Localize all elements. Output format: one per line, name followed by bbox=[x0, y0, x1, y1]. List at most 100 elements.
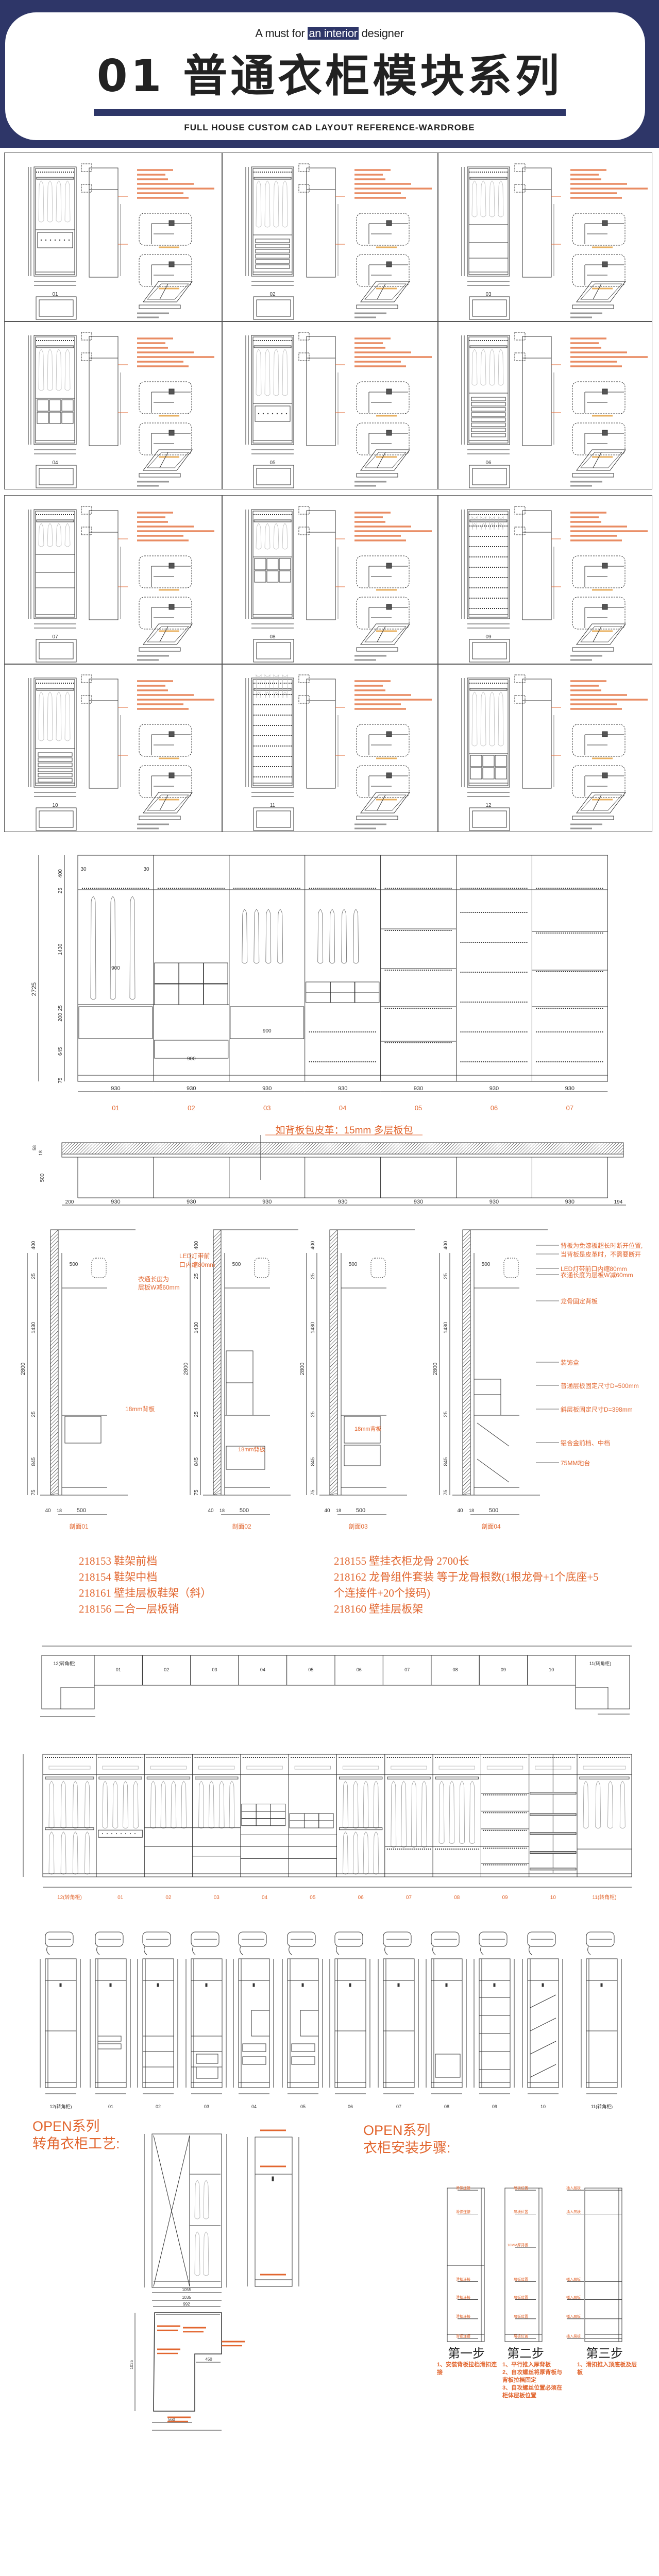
step-3-title: 第三步 bbox=[586, 2347, 623, 2361]
hatch-line bbox=[50, 1301, 59, 1310]
detail-block bbox=[168, 563, 175, 569]
hatch-line bbox=[213, 1438, 222, 1447]
hatch-line bbox=[50, 1262, 59, 1270]
garment-icon bbox=[480, 516, 486, 530]
hatch-line bbox=[50, 1352, 59, 1361]
module-section-01: 01 bbox=[90, 1931, 131, 2109]
step-note: 3、自攻螺丝位置必须在柜体层板位置 bbox=[502, 2385, 563, 2399]
detail-frame bbox=[356, 555, 410, 588]
garment-icon bbox=[181, 1781, 187, 1829]
plan-inner bbox=[256, 810, 291, 828]
dimension-label: 1430 bbox=[310, 1321, 316, 1333]
module-label: 12(转角柜) bbox=[49, 2104, 72, 2109]
section-outline bbox=[191, 1958, 223, 2088]
cabinet-front bbox=[467, 509, 510, 619]
garment-icon bbox=[277, 909, 283, 964]
section-label: 剖面04 bbox=[481, 1523, 501, 1530]
slanted-shelf bbox=[530, 2041, 556, 2055]
annotation: 18mm背板 bbox=[125, 1405, 155, 1413]
garment-icon bbox=[489, 516, 495, 530]
module-card-04: 04 bbox=[28, 332, 214, 488]
hatch-line bbox=[50, 1345, 59, 1353]
module-card-09: 09 bbox=[461, 506, 648, 663]
part-item: 218153 鞋架前档 bbox=[79, 1555, 158, 1567]
dimension-label: 500 bbox=[77, 1507, 86, 1514]
hatch-line bbox=[329, 1435, 338, 1444]
drawer bbox=[37, 232, 73, 248]
cubby bbox=[203, 984, 228, 1005]
step-annotation: 层板位置 bbox=[514, 2314, 528, 2319]
garment-icon bbox=[469, 1781, 475, 1844]
drawer bbox=[471, 417, 506, 422]
dimension-label: 30 bbox=[80, 867, 87, 872]
hatch-line bbox=[329, 1334, 338, 1343]
detail-frame bbox=[356, 724, 410, 757]
cubby bbox=[49, 399, 61, 412]
elevation-module-04 bbox=[305, 855, 381, 1081]
dimension-label: 930 bbox=[338, 1199, 347, 1205]
step-note: 1、平行推入厚背板 bbox=[502, 2362, 551, 2368]
dimension-label: 18 bbox=[38, 1150, 43, 1156]
garment-icon bbox=[391, 1781, 397, 1848]
hatch-line bbox=[213, 1273, 222, 1281]
hatch-line bbox=[213, 1449, 222, 1458]
hatch-line bbox=[329, 1247, 338, 1256]
module-label: 02 bbox=[164, 1667, 169, 1672]
hatch-line bbox=[50, 1312, 59, 1321]
drawer bbox=[255, 259, 290, 264]
cubby bbox=[241, 1811, 257, 1819]
hatch-line bbox=[213, 1482, 222, 1490]
garment-icon bbox=[60, 1781, 66, 1829]
dimension-label: 1430 bbox=[31, 1321, 37, 1333]
cubby bbox=[306, 981, 331, 993]
garment-icon bbox=[401, 1781, 407, 1848]
drawer bbox=[196, 2066, 218, 2079]
hatch-line bbox=[50, 1410, 59, 1418]
hatch-line bbox=[462, 1388, 471, 1397]
cubby bbox=[495, 755, 507, 767]
decor-strip bbox=[343, 1766, 379, 1770]
hatch-line bbox=[213, 1323, 222, 1332]
height-chain-label: 645 bbox=[58, 1047, 63, 1056]
detail-callout bbox=[81, 163, 92, 172]
divider bbox=[5, 664, 652, 665]
hatch-line bbox=[462, 1337, 471, 1346]
hatch-line bbox=[329, 1280, 338, 1289]
hatch-line bbox=[50, 1417, 59, 1426]
hatch-line bbox=[50, 1478, 59, 1487]
hatch-line bbox=[329, 1255, 338, 1263]
cabinet-inner bbox=[468, 511, 509, 618]
hanging-rail bbox=[339, 1776, 383, 1780]
garment-icon bbox=[47, 180, 53, 223]
module-label: 02 bbox=[165, 1895, 172, 1901]
hatch-line bbox=[462, 1475, 471, 1483]
garment-icon bbox=[47, 523, 53, 547]
step-annotation: 插入层板 bbox=[566, 2185, 581, 2190]
hatch-line bbox=[462, 1485, 471, 1494]
hatch-line bbox=[213, 1478, 222, 1487]
hatch-line bbox=[462, 1489, 471, 1496]
garment-icon bbox=[160, 1781, 166, 1829]
hatch-line bbox=[50, 1413, 59, 1422]
hatch-line bbox=[462, 1442, 471, 1451]
frame-3d-inner bbox=[364, 283, 407, 300]
hatch-line bbox=[213, 1410, 222, 1418]
hatch-line bbox=[50, 1294, 59, 1303]
drawer bbox=[255, 239, 290, 243]
hanging-rail bbox=[254, 345, 292, 348]
detail-callout bbox=[514, 332, 526, 341]
hatch-line bbox=[329, 1366, 338, 1375]
hatch-line bbox=[329, 1392, 338, 1400]
hatch-line bbox=[329, 1341, 338, 1350]
hatch-line bbox=[50, 1453, 59, 1462]
hatch-line bbox=[50, 1366, 59, 1375]
hatch-line bbox=[213, 1294, 222, 1303]
hatch-line bbox=[462, 1431, 471, 1440]
hatch-line bbox=[329, 1485, 338, 1494]
side-section bbox=[522, 336, 552, 446]
detail-block bbox=[386, 772, 392, 778]
module-card-11: 11 bbox=[245, 674, 432, 831]
